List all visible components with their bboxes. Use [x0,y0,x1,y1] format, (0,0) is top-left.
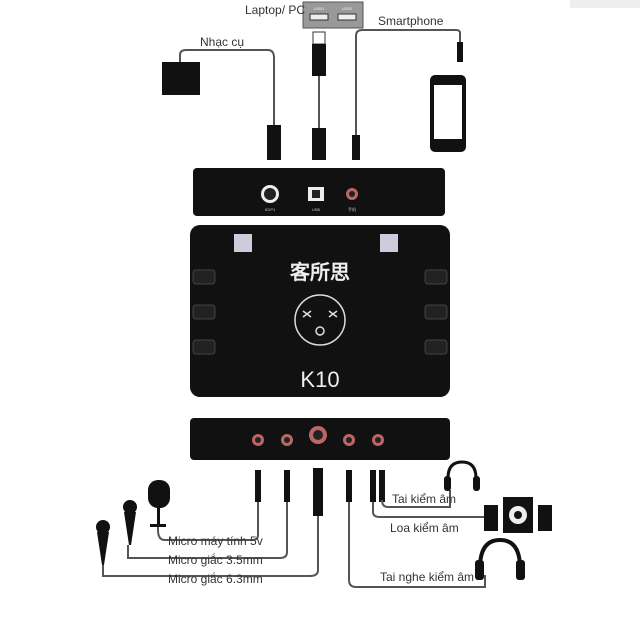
device-rear-panel: KDP1 USB 手机 [193,168,445,216]
headphone-cable [348,502,486,588]
device-front-panel [190,418,450,460]
usb-cable [312,31,326,160]
k10-sound-card: 客所思 K10 [190,225,450,397]
mic-35mm-label: Micro giắc 3.5mm [168,552,263,567]
usb-hub-icon: USB1 USB2 [302,1,364,29]
port-label-din: KDP1 [265,207,276,212]
din-plug-icon [267,125,281,160]
headphone-monitor-label: Tai nghe kiểm âm [380,570,474,584]
usb-port-label: USB2 [342,6,353,11]
instrument-cable [179,49,275,125]
mic-pc-5v-label: Micro máy tính 5v [168,534,263,548]
phone-jack-icon [457,42,463,62]
speaker-monitor-label: Loa kiểm âm [390,521,459,535]
mic-35-cable [127,502,288,559]
mascot-face-icon [294,294,346,346]
instrument-icon [162,62,200,95]
earphone-monitor-label: Tai kiểm âm [392,492,456,506]
headphones-icon [475,537,525,580]
mic-63mm-label: Micro giắc 6.3mm [168,571,263,586]
speaker-cable [372,502,490,518]
speakers-icon [484,497,552,533]
output-cables [255,468,385,516]
mic-63-cable [102,516,319,577]
mic-pc-cable [157,502,259,541]
smartphone-label: Smartphone [378,14,444,28]
earphones-icon [444,460,480,491]
laptop-pc-label: Laptop/ PC [245,3,305,17]
earphone-cable [381,490,451,508]
port-label-usb: USB [312,207,321,212]
port-label-phone: 手机 [348,206,356,212]
model-label: K10 [300,367,339,392]
trs-plug-icon [352,135,360,160]
smartphone-cable [355,29,461,135]
instrument-label: Nhạc cụ [200,35,244,49]
microphone-icon [96,480,170,565]
usb-port-label: USB1 [314,6,325,11]
brand-logo: 客所思 [289,260,350,284]
corner-tab [570,0,640,8]
smartphone-icon [430,75,466,152]
